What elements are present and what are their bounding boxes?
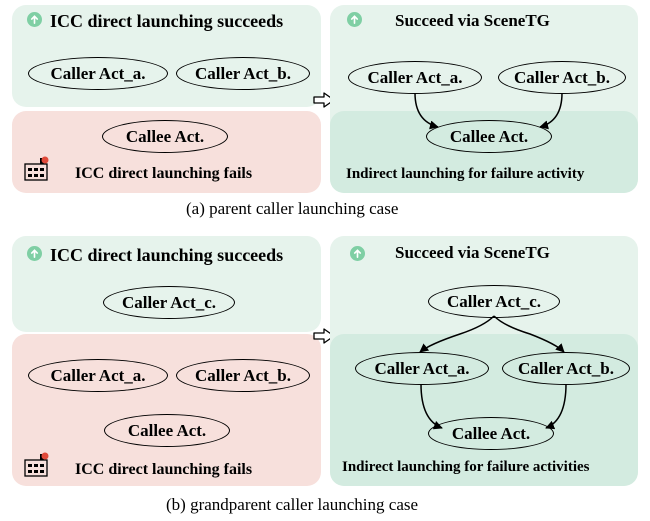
b-right-node-caller-b: Caller Act_b. [502, 352, 630, 385]
b-left-success-title: ICC direct launching succeeds [50, 245, 284, 265]
b-edge-c-b [493, 315, 565, 353]
b-node-caller-a: Caller Act_a. [28, 359, 168, 392]
b-edge-c-a [419, 315, 495, 353]
b-edge-b-callee [545, 383, 567, 430]
arrow-up-circle-icon [27, 246, 42, 261]
a-node-callee: Callee Act. [102, 120, 228, 153]
b-left-failure-title: ICC direct launching fails [75, 461, 253, 478]
a-left-success-panel [12, 5, 321, 107]
factory-icon [24, 452, 49, 477]
b-left-failure-panel [12, 334, 321, 486]
a-edge-a-callee [414, 92, 439, 130]
a-right-node-callee: Callee Act. [426, 120, 552, 153]
arrow-up-circle-icon [350, 246, 365, 261]
a-left-failure-title: ICC direct launching fails [75, 165, 253, 182]
b-caption: (b) grandparent caller launching case [166, 495, 419, 514]
b-right-node-caller-c: Caller Act_c. [428, 285, 560, 318]
a-node-caller-a: Caller Act_a. [28, 57, 168, 90]
b-right-node-callee: Callee Act. [428, 417, 554, 450]
b-node-callee: Callee Act. [104, 414, 230, 447]
a-right-title: Succeed via SceneTG [395, 11, 550, 30]
a-right-node-caller-a: Caller Act_a. [348, 61, 482, 94]
a-right-footer: Indirect launching for failure activity [346, 166, 585, 182]
right-arrow-icon [313, 328, 335, 344]
b-node-caller-b: Caller Act_b. [176, 359, 310, 392]
a-edge-b-callee [539, 92, 563, 130]
arrow-up-circle-icon [27, 12, 42, 27]
b-edge-a-callee [420, 383, 443, 430]
a-node-caller-b: Caller Act_b. [176, 57, 310, 90]
b-node-caller-c: Caller Act_c. [103, 286, 235, 319]
b-right-title: Succeed via SceneTG [395, 243, 550, 262]
a-left-success-title: ICC direct launching succeeds [50, 11, 284, 31]
b-right-footer: Indirect launching for failure activitie… [342, 459, 590, 475]
b-right-node-caller-a: Caller Act_a. [355, 352, 489, 385]
a-caption: (a) parent caller launching case [186, 199, 399, 218]
arrow-up-circle-icon [347, 12, 362, 27]
factory-icon [24, 156, 49, 181]
right-arrow-icon [313, 92, 335, 108]
a-right-node-caller-b: Caller Act_b. [498, 61, 626, 94]
